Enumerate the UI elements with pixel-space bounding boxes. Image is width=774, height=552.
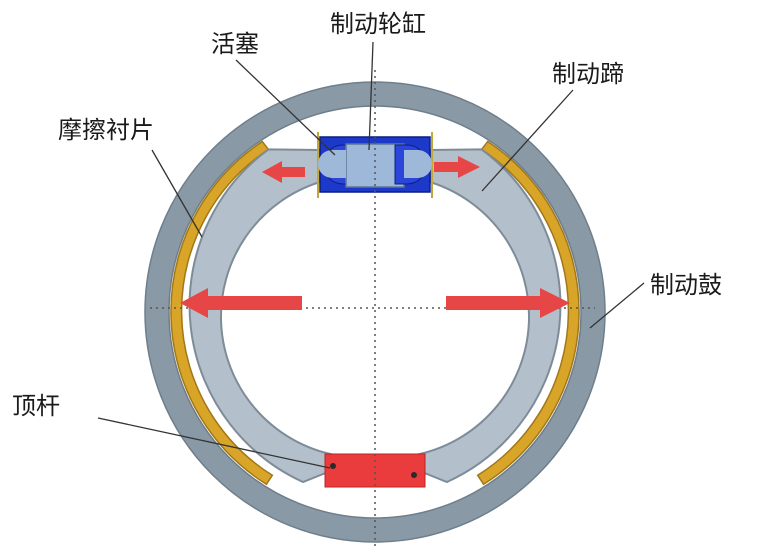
label-brake-shoe: 制动蹄 bbox=[552, 60, 624, 88]
arrow-middle-left bbox=[180, 288, 302, 318]
label-friction-lining: 摩擦衬片 bbox=[58, 116, 154, 144]
wheel-cylinder bbox=[317, 132, 433, 198]
leader-brake-shoe bbox=[481, 89, 574, 192]
arrow-left-icon bbox=[180, 161, 305, 318]
friction-lining-right bbox=[476, 140, 580, 486]
piston-left-cap bbox=[318, 150, 346, 178]
label-piston: 活塞 bbox=[211, 30, 259, 58]
push-rod-pin-left bbox=[330, 463, 336, 469]
leader-piston bbox=[235, 59, 336, 156]
push-rod-pin-right bbox=[411, 472, 417, 478]
push-rod-assembly bbox=[324, 453, 426, 488]
arrow-middle-right bbox=[446, 288, 570, 318]
leader-brake-drum bbox=[589, 282, 645, 329]
leader-lines bbox=[97, 41, 645, 469]
label-brake-drum: 制动鼓 bbox=[650, 271, 722, 299]
push-rod bbox=[324, 453, 426, 488]
leader-wheel-cylinder bbox=[368, 41, 374, 151]
piston-right-cap bbox=[404, 150, 432, 178]
label-wheel-cylinder: 制动轮缸 bbox=[330, 10, 426, 38]
leader-push-rod bbox=[97, 417, 331, 469]
arrow-top-left bbox=[262, 161, 305, 183]
leader-friction-lining bbox=[151, 149, 203, 238]
label-push-rod: 顶杆 bbox=[12, 392, 60, 420]
arrow-top-right bbox=[434, 156, 480, 178]
arrow-right-icon bbox=[434, 156, 570, 318]
